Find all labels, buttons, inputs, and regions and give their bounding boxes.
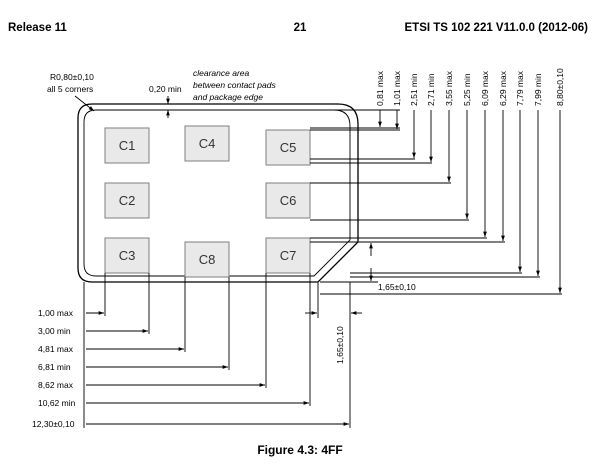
v-dim-3-label: 2,51 min bbox=[409, 73, 419, 106]
v-dim-5-label: 3,55 max bbox=[444, 70, 454, 106]
v-dim-6-label: 5,25 min bbox=[462, 73, 472, 106]
pad-label-c8: C8 bbox=[199, 252, 216, 267]
chamfer-width-label: 1,65±0,10 bbox=[335, 326, 345, 364]
card-outline-outer bbox=[77, 103, 359, 283]
contact-pad-c7 bbox=[265, 237, 311, 274]
pad-label-c6: C6 bbox=[280, 193, 297, 208]
pad-label-c2: C2 bbox=[119, 193, 136, 208]
pad-label-c7: C7 bbox=[280, 248, 297, 263]
corner-scope-note: all 5 corners bbox=[47, 84, 93, 94]
pad-label-c3: C3 bbox=[119, 248, 136, 263]
pad-label-c1: C1 bbox=[119, 138, 136, 153]
header-document-reference: ETSI TS 102 221 V11.0.0 (2012-06) bbox=[404, 22, 588, 34]
contact-pad-c3 bbox=[104, 237, 150, 274]
h-dim-3-label: 4,81 max bbox=[38, 344, 74, 354]
h-dim-6-label: 10,62 min bbox=[38, 398, 76, 408]
h-dim-7-label: 12,30±0,10 bbox=[32, 419, 75, 429]
chamfer-height-label: 1,65±0,10 bbox=[378, 282, 416, 292]
clearance-note-line-2: between contact pads bbox=[193, 80, 276, 90]
v-dim-1-label: 0,81 max bbox=[375, 70, 385, 106]
v-dim-4-label: 2,71 min bbox=[426, 73, 436, 106]
v-dim-7-label: 6,09 max bbox=[480, 70, 490, 106]
h-dim-5-label: 8,62 max bbox=[38, 380, 74, 390]
contact-pad-c5 bbox=[265, 129, 311, 166]
pad-label-c4: C4 bbox=[199, 136, 216, 151]
v-dim-2-label: 1,01 max bbox=[392, 70, 402, 106]
card-outline-inner bbox=[83, 109, 351, 277]
header-release: Release 11 bbox=[8, 22, 67, 34]
contact-pad-c6 bbox=[265, 182, 311, 219]
header-page-number: 21 bbox=[293, 22, 307, 34]
clearance-note-line-3: and package edge bbox=[193, 92, 263, 102]
v-dim-11-label: 8,80±0,10 bbox=[555, 68, 565, 106]
gap-note: 0,20 min bbox=[149, 84, 182, 94]
v-dim-8-label: 6,29 max bbox=[498, 70, 508, 106]
v-dim-10-label: 7,99 min bbox=[533, 73, 543, 106]
corner-radius-leader bbox=[74, 95, 95, 112]
contact-pad-c8 bbox=[184, 241, 230, 278]
contact-pad-c4 bbox=[184, 125, 230, 162]
h-dim-2-label: 3,00 min bbox=[38, 326, 71, 336]
contact-pad-c1 bbox=[104, 127, 150, 164]
clearance-note-line-1: clearance area bbox=[193, 68, 250, 78]
h-dim-4-label: 6,81 min bbox=[38, 362, 71, 372]
v-dim-9-label: 7,79 max bbox=[515, 70, 525, 106]
pad-label-c5: C5 bbox=[280, 140, 297, 155]
h-dim-1-label: 1,00 max bbox=[38, 308, 74, 318]
corner-radius-note: R0,80±0,10 bbox=[50, 72, 94, 82]
4ff-drawing: C1 C2 C3 C4 C5 C6 C7 C8 R0,80±0,10 all 5… bbox=[32, 68, 565, 429]
contact-pad-c2 bbox=[104, 182, 150, 219]
figure-caption: Figure 4.3: 4FF bbox=[257, 443, 343, 457]
